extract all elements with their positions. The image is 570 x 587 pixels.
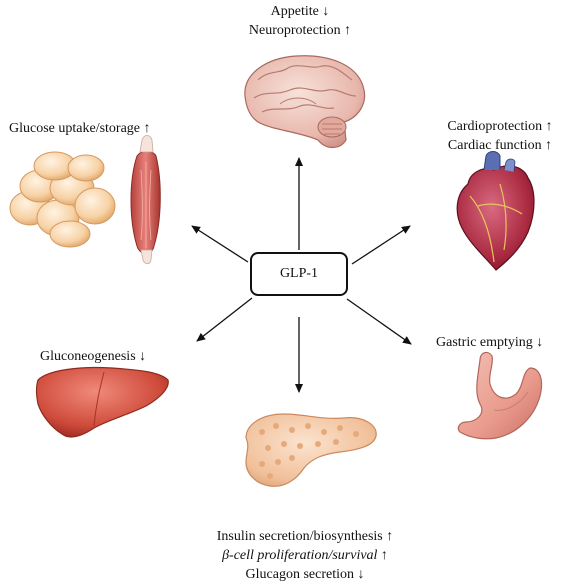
heart-illustration	[456, 151, 535, 271]
arrow-to-adipose-muscle	[191, 225, 249, 263]
pancreas-illustration	[245, 413, 377, 487]
adipose-tissue-illustration	[9, 151, 116, 248]
effect-cardioprotection: Cardioprotection ↑	[447, 119, 553, 134]
muscle-illustration	[130, 135, 161, 265]
adipose-muscle-effects: Glucose uptake/storage ↑	[9, 119, 151, 138]
arrow-to-heart	[351, 225, 411, 265]
brain-effects: Appetite ↓ Neuroprotection ↑	[210, 2, 390, 40]
stomach-effects: Gastric emptying ↓	[436, 333, 543, 352]
effect-beta-cell: β-cell proliferation/survival ↑	[222, 548, 388, 563]
heart-effects: Cardioprotection ↑ Cardiac function ↑	[430, 117, 570, 155]
brain-illustration	[244, 55, 366, 149]
arrows	[191, 157, 412, 393]
effect-glucose-uptake: Glucose uptake/storage ↑	[9, 121, 151, 136]
liver-illustration	[35, 366, 169, 438]
liver-effects: Gluconeogenesis ↓	[40, 347, 146, 366]
arrow-to-liver	[196, 297, 253, 342]
effect-neuroprotection: Neuroprotection ↑	[248, 23, 352, 38]
glp1-node: GLP-1	[250, 252, 348, 296]
effect-gluconeogenesis: Gluconeogenesis ↓	[40, 349, 147, 364]
effect-gastric-emptying: Gastric emptying ↓	[436, 335, 544, 350]
glp1-label: GLP-1	[279, 266, 319, 281]
effect-insulin-secretion: Insulin secretion/biosynthesis ↑	[216, 529, 394, 544]
pancreas-effects: Insulin secretion/biosynthesis ↑ β-cell …	[175, 527, 435, 584]
effect-appetite: Appetite ↓	[270, 4, 330, 19]
stomach-illustration	[457, 351, 543, 440]
arrow-to-stomach	[346, 298, 412, 345]
effect-glucagon-secretion: Glucagon secretion ↓	[245, 567, 365, 582]
effect-cardiac-function: Cardiac function ↑	[447, 138, 553, 153]
